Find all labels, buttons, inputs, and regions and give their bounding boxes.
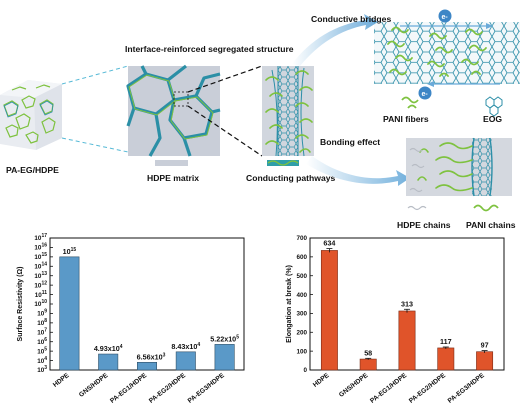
hdpe-chains-label: HDPE chains <box>397 220 451 230</box>
chart1-data-label: 6.56x103 <box>137 352 166 361</box>
chart2-bar <box>437 347 455 371</box>
chart1-ytick-label: 1014 <box>34 261 47 270</box>
chart1-data-label: 8.43x104 <box>171 342 200 351</box>
chart2-category-label: HDPE <box>312 372 331 389</box>
pathways-swatch <box>267 160 299 166</box>
bonding-label: Bonding effect <box>320 137 380 147</box>
chart1-category-label: PA-EG1/HDPE <box>109 372 149 405</box>
chart2-category-label: GNS/HDPE <box>338 372 370 399</box>
chart2-bar <box>476 351 494 371</box>
eog-label: EOG <box>483 114 502 124</box>
chart2-bar <box>398 310 416 371</box>
chart2-data-label: 58 <box>364 348 372 357</box>
matrix-label: HDPE matrix <box>147 173 199 183</box>
conducting-pathways-panel <box>262 66 314 157</box>
chart2-ytick-label: 500 <box>296 273 307 280</box>
segregated-structure-label: Interface-reinforced segregated structur… <box>125 44 294 54</box>
chart1-ytick-label: 1011 <box>35 290 48 299</box>
chart2-ytick-label: 0 <box>303 367 307 374</box>
chart2-data-label: 313 <box>401 299 413 308</box>
pathways-label: Conducting pathways <box>246 173 336 183</box>
chart2-ytick-label: 100 <box>296 348 307 355</box>
chart2-ytick-label: 200 <box>296 329 307 336</box>
matrix-swatch <box>155 160 188 166</box>
chart2-data-label: 634 <box>323 239 335 248</box>
chart1-ytick-label: 1013 <box>34 271 47 280</box>
arrow-to-bridges <box>292 14 378 66</box>
chart2-category-label: PA-EG3/HDPE <box>447 372 487 405</box>
chart1-ytick-label: 103 <box>37 365 47 374</box>
chart2-ytick-label: 600 <box>296 254 307 261</box>
eog-legend-icon <box>485 96 503 117</box>
chart1-data-label: 1015 <box>63 247 77 256</box>
chart1-ylabel: Surface Resistivity (Ω) <box>17 267 24 342</box>
chart1-ytick-label: 107 <box>37 327 47 336</box>
composite-label: PA-EG/HDPE <box>6 165 59 175</box>
chart2-data-label: 117 <box>440 337 452 346</box>
chart1-bar <box>214 344 235 371</box>
chart1-category-label: PA-EG3/HDPE <box>187 372 227 405</box>
pani-chains-legend-icon <box>473 204 499 212</box>
chart2-ytick-label: 400 <box>296 292 307 299</box>
chart1-category-label: GNS/HDPE <box>78 372 110 399</box>
pani-fibers-label: PANI fibers <box>383 114 429 124</box>
chart1-bar <box>175 351 196 371</box>
chart2-ytick-label: 700 <box>296 235 307 242</box>
chart1-ytick-label: 104 <box>37 356 47 365</box>
conductive-bridges-panel: e- e- <box>374 9 520 100</box>
chart1-ytick-label: 1010 <box>34 299 47 308</box>
composite-cube <box>0 80 62 150</box>
zoom-line-top <box>61 65 129 85</box>
hdpe-chains-legend-icon <box>407 205 427 211</box>
chart2-bar <box>320 250 338 371</box>
surface-resistivity-chart: Surface Resistivity (Ω) 1031041051061071… <box>17 233 245 405</box>
chart1-category-label: PA-EG2/HDPE <box>148 372 188 405</box>
zoom-line-bottom <box>61 137 129 153</box>
arrow-to-bonding <box>306 156 410 186</box>
pathways-swatch-fiber <box>267 160 299 166</box>
hdpe-matrix-panel <box>126 64 221 157</box>
pani-chains-label: PANI chains <box>466 220 516 230</box>
chart1-bar <box>137 361 158 371</box>
chart1-ytick-label: 1015 <box>34 252 47 261</box>
chart2-ytick-label: 300 <box>296 311 307 318</box>
chart2-data-label: 97 <box>481 341 489 350</box>
chart1-ytick-label: 109 <box>37 309 47 318</box>
chart1-ytick-label: 1017 <box>34 233 47 242</box>
pani-fibers-legend-icon <box>401 96 419 109</box>
chart2-category-label: PA-EG2/HDPE <box>408 372 448 405</box>
zoom-line-2-top <box>187 65 263 93</box>
chart1-bar <box>98 353 119 371</box>
chart1-ytick-label: 108 <box>37 318 47 327</box>
bridges-label: Conductive bridges <box>311 14 391 24</box>
chart2-category-label: PA-EG1/HDPE <box>369 372 409 405</box>
chart2-bar <box>359 358 377 371</box>
bonding-panel <box>406 137 512 197</box>
chart1-data-label: 4.93x104 <box>94 344 123 353</box>
elongation-chart: Elongation at break (%) 0 100 200 300 400 500… <box>286 235 505 405</box>
chart1-ytick-label: 1012 <box>34 280 47 289</box>
chart1-ytick-label: 106 <box>37 337 47 346</box>
zoom-line-2-bottom <box>187 105 263 157</box>
electron-icon-bottom: e- <box>422 91 429 98</box>
chart1-category-label: HDPE <box>52 372 71 389</box>
chart1-ytick-label: 105 <box>37 346 47 355</box>
chart1-ytick-label: 1016 <box>34 243 47 252</box>
chart2-ylabel: Elongation at break (%) <box>286 265 293 343</box>
electron-icon-top: e- <box>442 14 449 21</box>
chart1-data-label: 5.22x105 <box>210 334 239 343</box>
chart1-bar <box>59 256 80 371</box>
